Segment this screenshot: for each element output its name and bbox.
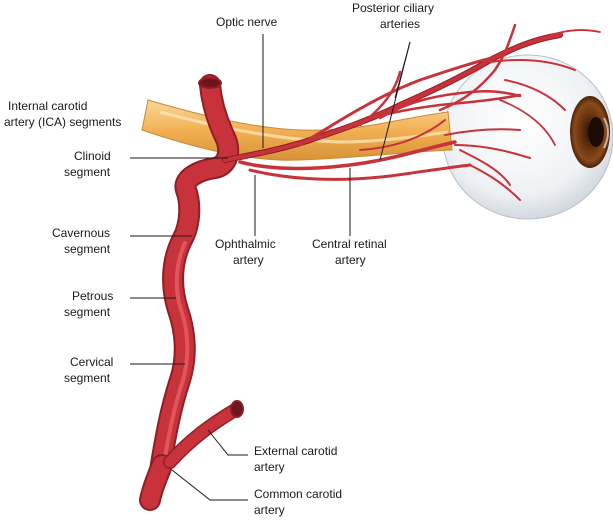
eyeball	[442, 54, 613, 220]
ophthalmic-artery	[222, 23, 601, 201]
optic-nerve-label: Optic nerve	[216, 15, 278, 29]
external-carotid-label-line2: artery	[254, 460, 285, 474]
cavernous-label-line1: Cavernous	[52, 226, 110, 240]
cervical-label-line1: Cervical	[70, 355, 113, 369]
common-carotid-label-line2: artery	[254, 503, 285, 517]
common-carotid-label-line1: Common carotid	[254, 487, 342, 501]
clinoid-label-line2: segment	[64, 165, 111, 179]
ica-label-line2: artery (ICA) segments	[4, 115, 121, 129]
leader-lines	[130, 34, 411, 501]
cavernous-label-line2: segment	[64, 242, 111, 256]
central-retinal-label-line2: artery	[335, 253, 366, 267]
common-carotid-artery	[139, 454, 173, 511]
external-carotid-label-line1: External carotid	[254, 444, 337, 458]
pupil-icon	[588, 117, 604, 147]
petrous-label-line2: segment	[64, 305, 111, 319]
cervical-label-line2: segment	[64, 371, 111, 385]
external-carotid-artery	[163, 400, 244, 469]
central-retinal-label-line1: Central retinal	[312, 237, 387, 251]
ica-label-line1: Internal carotid	[8, 99, 87, 113]
ophthalmic-label-line1: Ophthalmic	[215, 237, 276, 251]
ophthalmic-label-line2: artery	[233, 253, 264, 267]
labels: Optic nerve Posterior ciliary arteries I…	[4, 1, 434, 517]
petrous-label-line1: Petrous	[72, 289, 113, 303]
clinoid-label-line1: Clinoid	[74, 149, 111, 163]
internal-carotid-artery	[149, 74, 240, 481]
posterior-ciliary-label-line2: arteries	[380, 17, 420, 31]
posterior-ciliary-label-line1: Posterior ciliary	[352, 1, 434, 15]
